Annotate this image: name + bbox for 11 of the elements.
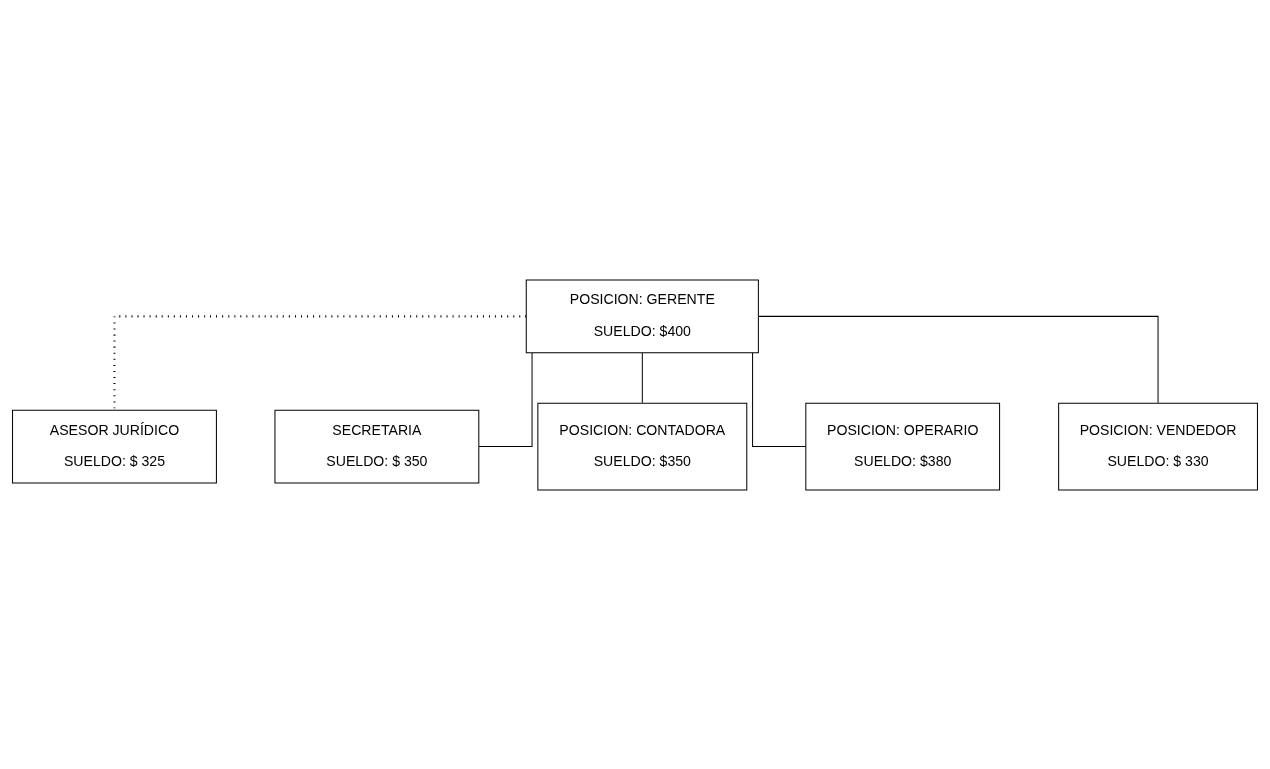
node-box: POSICION: GERENTE SUELDO: $400 [525,279,759,353]
node-box: ASESOR JURÍDICO SUELDO: $ 325 [12,409,217,483]
connector [758,315,1159,403]
node-box: POSICION: OPERARIO SUELDO: $380 [805,402,1001,490]
connector [478,352,533,447]
connector [641,352,643,403]
node-box: POSICION: CONTADORA SUELDO: $350 [537,402,748,490]
node-box: POSICION: VENDEDOR SUELDO: $ 330 [1058,402,1258,490]
node-box: SECRETARIA SUELDO: $ 350 [274,409,480,483]
connector [113,314,527,410]
connector [752,352,806,447]
